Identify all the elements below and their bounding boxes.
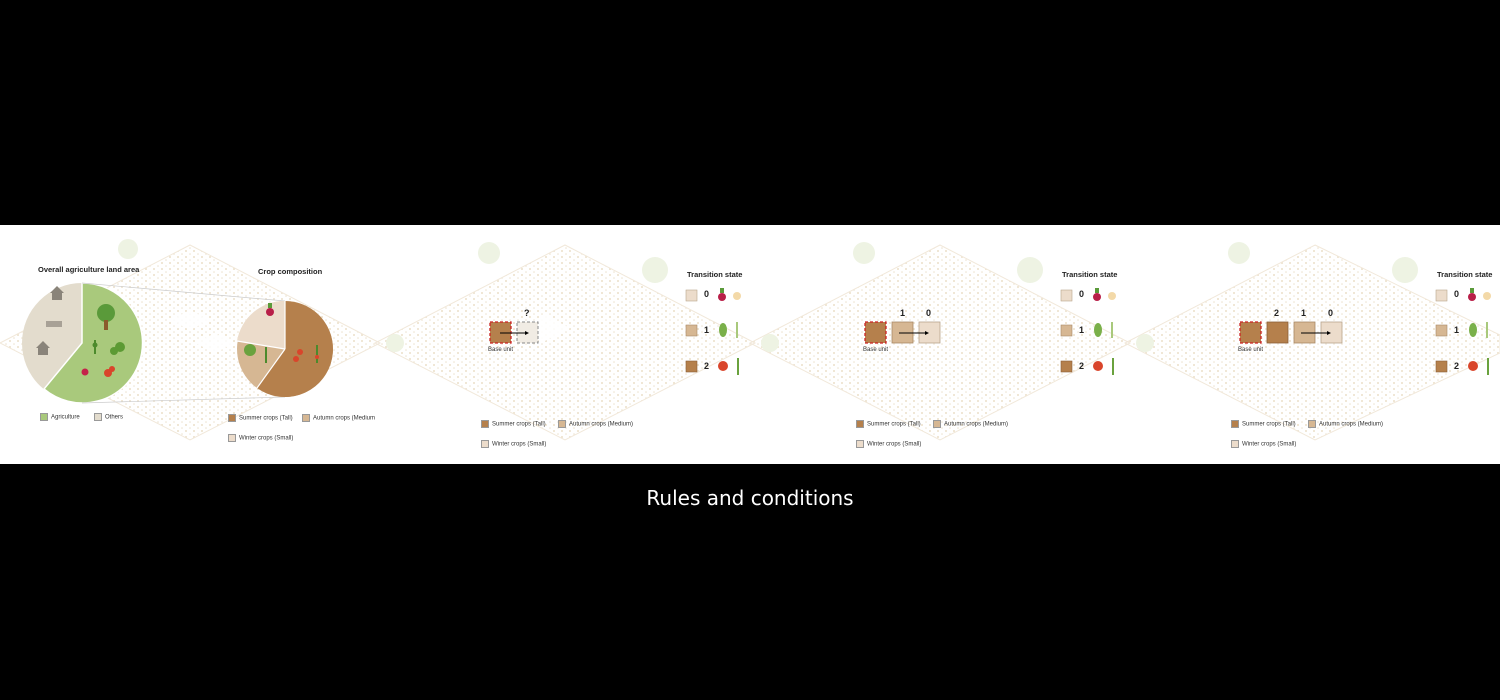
panel-1-legend-summer: Summer crops (Tall) — [481, 420, 546, 428]
transition-crop-icons — [718, 288, 1491, 375]
panel-3-legend-autumn: Autumn crops (Medium) — [1308, 420, 1383, 428]
house-icons — [36, 286, 64, 355]
panel-1-state-1: 1 — [704, 325, 710, 335]
panel-3-legend-winter: Winter crops (Small) — [1231, 440, 1296, 448]
land-pie — [22, 282, 144, 404]
panel-3-mark-0: 0 — [1328, 308, 1334, 318]
panel-3-mark-2: 2 — [1274, 308, 1280, 318]
diagram-band: Overall agriculture land area Crop compo… — [0, 225, 1500, 464]
panel-2-state-1: 1 — [1079, 325, 1085, 335]
panel-3-state-0: 0 — [1454, 289, 1460, 299]
crop-icons — [81, 340, 125, 377]
land-title: Overall agriculture land area — [38, 265, 140, 274]
panel-1-transition-title: Transition state — [687, 270, 743, 279]
summer-swatch — [1231, 420, 1239, 428]
field-backgrounds — [0, 239, 1500, 441]
legend-autumn: Autumn crops (Medium — [302, 414, 375, 422]
panel-2-mark-1: 1 — [900, 308, 906, 318]
panel-2-legend-autumn: Autumn crops (Medium) — [933, 420, 1008, 428]
panel-2-mark-0: 0 — [926, 308, 932, 318]
winter-swatch — [1231, 440, 1239, 448]
panel-2-base-label: Base unit — [863, 347, 889, 353]
panel-1-mark-question: ? — [524, 308, 530, 318]
panel-1-state-0: 0 — [704, 289, 710, 299]
autumn-swatch — [302, 414, 310, 422]
legend-winter: Winter crops (Small) — [228, 434, 293, 442]
panel-2-diagram — [864, 321, 941, 344]
agriculture-swatch — [40, 413, 48, 421]
panel-1-legend-winter: Winter crops (Small) — [481, 440, 546, 448]
panel-2-state-0: 0 — [1079, 289, 1085, 299]
summer-swatch — [228, 414, 236, 422]
panel-2-legend-summer: Summer crops (Tall) — [856, 420, 921, 428]
panel-3-transition-title: Transition state — [1437, 270, 1493, 279]
legend-others: Others — [94, 413, 123, 421]
crop-pie-icons — [244, 303, 319, 363]
summer-swatch — [856, 420, 864, 428]
crop-title: Crop composition — [258, 267, 323, 276]
transition-swatches — [685, 289, 1448, 373]
panel-2-legend-winter: Winter crops (Small) — [856, 440, 921, 448]
winter-swatch — [481, 440, 489, 448]
legend-summer: Summer crops (Tall) — [228, 414, 293, 422]
summer-swatch — [481, 420, 489, 428]
winter-swatch — [228, 434, 236, 442]
panel-1-diagram — [489, 321, 539, 344]
panel-1-legend-autumn: Autumn crops (Medium) — [558, 420, 633, 428]
panel-3-diagram — [1239, 321, 1343, 344]
panel-3-mark-1: 1 — [1301, 308, 1307, 318]
panel-2-transition-title: Transition state — [1062, 270, 1118, 279]
winter-swatch — [856, 440, 864, 448]
panel-1-state-2: 2 — [704, 361, 710, 371]
panel-1-base-label: Base unit — [488, 347, 514, 353]
panel-2-state-2: 2 — [1079, 361, 1085, 371]
panel-3-legend-summer: Summer crops (Tall) — [1231, 420, 1296, 428]
legend-agriculture: Agriculture — [40, 413, 80, 421]
others-swatch — [94, 413, 102, 421]
panel-3-state-1: 1 — [1454, 325, 1460, 335]
autumn-swatch — [933, 420, 941, 428]
slide-caption: Rules and conditions — [646, 486, 854, 510]
panel-3-base-label: Base unit — [1238, 347, 1264, 353]
panel-3-state-2: 2 — [1454, 361, 1460, 371]
autumn-swatch — [558, 420, 566, 428]
autumn-swatch — [1308, 420, 1316, 428]
tree-icon — [97, 304, 115, 330]
